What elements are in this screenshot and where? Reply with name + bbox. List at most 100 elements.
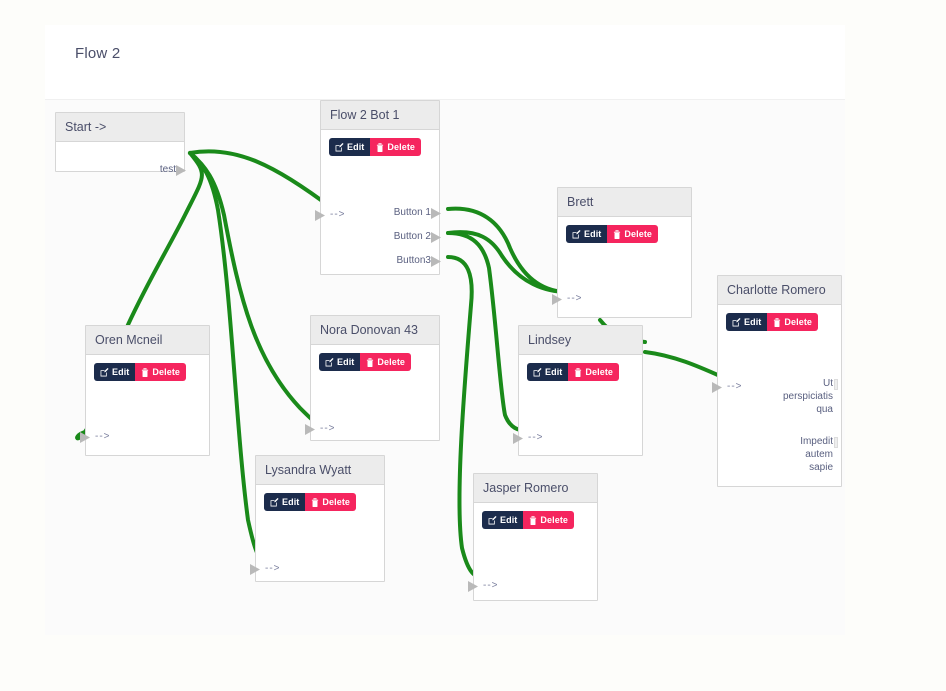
port-arrow-icon: [315, 210, 325, 221]
edit-button[interactable]: Edit: [482, 511, 524, 529]
node-input-port[interactable]: -->: [80, 431, 111, 443]
node-output-port[interactable]: Ut perspiciatis qua: [783, 377, 838, 416]
delete-button[interactable]: Delete: [360, 353, 412, 371]
node-title: Oren Mcneil: [86, 326, 209, 355]
port-arrow-icon: [80, 432, 90, 443]
delete-button[interactable]: Delete: [370, 138, 422, 156]
node-output-port[interactable]: test: [159, 163, 186, 176]
node-action-buttons: Edit Delete: [319, 353, 412, 371]
delete-button[interactable]: Delete: [135, 363, 187, 381]
node-body: Edit Delete -->: [80, 355, 209, 455]
node-output-port-label: Button 1: [393, 207, 431, 218]
node-output-port-label: test: [159, 164, 176, 175]
delete-button-label: Delete: [784, 317, 813, 327]
delete-button-label: Delete: [322, 497, 351, 507]
delete-button[interactable]: Delete: [568, 363, 620, 381]
node-input-port[interactable]: -->: [468, 580, 499, 592]
pencil-square-icon: [270, 497, 279, 506]
port-tab-handle[interactable]: [834, 379, 838, 390]
node-input-port-label: -->: [265, 563, 281, 574]
node-input-port[interactable]: -->: [305, 423, 336, 435]
node-title: Nora Donovan 43: [311, 316, 439, 345]
edit-button[interactable]: Edit: [566, 225, 608, 243]
delete-button-label: Delete: [540, 515, 569, 525]
port-arrow-icon: [80, 432, 91, 443]
node-input-port-label: -->: [320, 423, 336, 434]
pencil-square-icon: [100, 367, 109, 376]
trash-icon: [614, 229, 621, 239]
edit-button[interactable]: Edit: [264, 493, 306, 511]
node-title: Charlotte Romero: [718, 276, 841, 305]
node-input-port-label: -->: [528, 432, 544, 443]
node-input-port[interactable]: -->: [712, 381, 743, 393]
port-arrow-icon: [431, 208, 441, 219]
node-title: Jasper Romero: [474, 474, 597, 503]
port-arrow-icon: [712, 382, 722, 393]
node-input-port-label: -->: [567, 293, 583, 304]
node-start[interactable]: Start ->test: [55, 112, 186, 176]
node-input-port[interactable]: -->: [513, 432, 544, 444]
port-arrow-icon: [431, 232, 441, 243]
delete-button[interactable]: Delete: [767, 313, 819, 331]
node-body: Edit Delete -->: [305, 345, 439, 440]
trash-icon: [530, 515, 537, 525]
node-nora[interactable]: Nora Donovan 43 Edit Delete -->: [305, 315, 440, 441]
edit-button-label: Edit: [744, 317, 762, 327]
pencil-square-icon: [335, 142, 344, 151]
edit-button-label: Edit: [112, 367, 130, 377]
delete-button-label: Delete: [377, 357, 406, 367]
port-tab-handle[interactable]: [834, 437, 838, 448]
node-title: Lysandra Wyatt: [256, 456, 384, 485]
port-arrow-icon: [513, 433, 523, 444]
port-arrow-icon: [250, 564, 260, 575]
node-input-port[interactable]: -->: [552, 293, 583, 305]
node-action-buttons: Edit Delete: [482, 511, 575, 529]
node-output-port-label: Button 2: [393, 231, 431, 242]
edit-button-label: Edit: [282, 497, 300, 507]
trash-icon: [142, 367, 149, 377]
node-output-port[interactable]: Button3: [396, 254, 441, 267]
delete-button[interactable]: Delete: [607, 225, 659, 243]
edit-button[interactable]: Edit: [319, 353, 361, 371]
node-output-port[interactable]: Button 2: [393, 230, 441, 243]
node-input-port-label: -->: [483, 580, 499, 591]
node-title: Brett: [558, 188, 691, 217]
port-arrow-icon: [712, 382, 723, 393]
trash-icon: [312, 497, 319, 507]
pencil-square-icon: [572, 229, 581, 238]
page-title: Flow 2: [75, 45, 121, 62]
port-arrow-icon: [513, 433, 524, 444]
node-output-port[interactable]: Impedit autem sapie: [800, 435, 838, 474]
delete-button-label: Delete: [624, 229, 653, 239]
edit-button[interactable]: Edit: [726, 313, 768, 331]
node-input-port[interactable]: -->: [315, 209, 346, 221]
node-output-port-label: Button3: [396, 255, 431, 266]
node-output-port[interactable]: Button 1: [393, 206, 441, 219]
edit-button[interactable]: Edit: [527, 363, 569, 381]
node-action-buttons: Edit Delete: [264, 493, 357, 511]
edit-button[interactable]: Edit: [329, 138, 371, 156]
edit-button-label: Edit: [337, 357, 355, 367]
trash-icon: [367, 357, 374, 367]
node-body: Edit Delete -->: [552, 217, 691, 317]
edit-button[interactable]: Edit: [94, 363, 136, 381]
port-arrow-icon: [552, 294, 562, 305]
port-arrow-icon: [468, 581, 479, 592]
port-arrow-icon: [431, 208, 441, 219]
node-input-port[interactable]: -->: [250, 563, 281, 575]
node-title: Lindsey: [519, 326, 642, 355]
port-arrow-icon: [176, 165, 186, 176]
delete-button[interactable]: Delete: [305, 493, 357, 511]
delete-button[interactable]: Delete: [523, 511, 575, 529]
trash-icon: [774, 317, 781, 327]
